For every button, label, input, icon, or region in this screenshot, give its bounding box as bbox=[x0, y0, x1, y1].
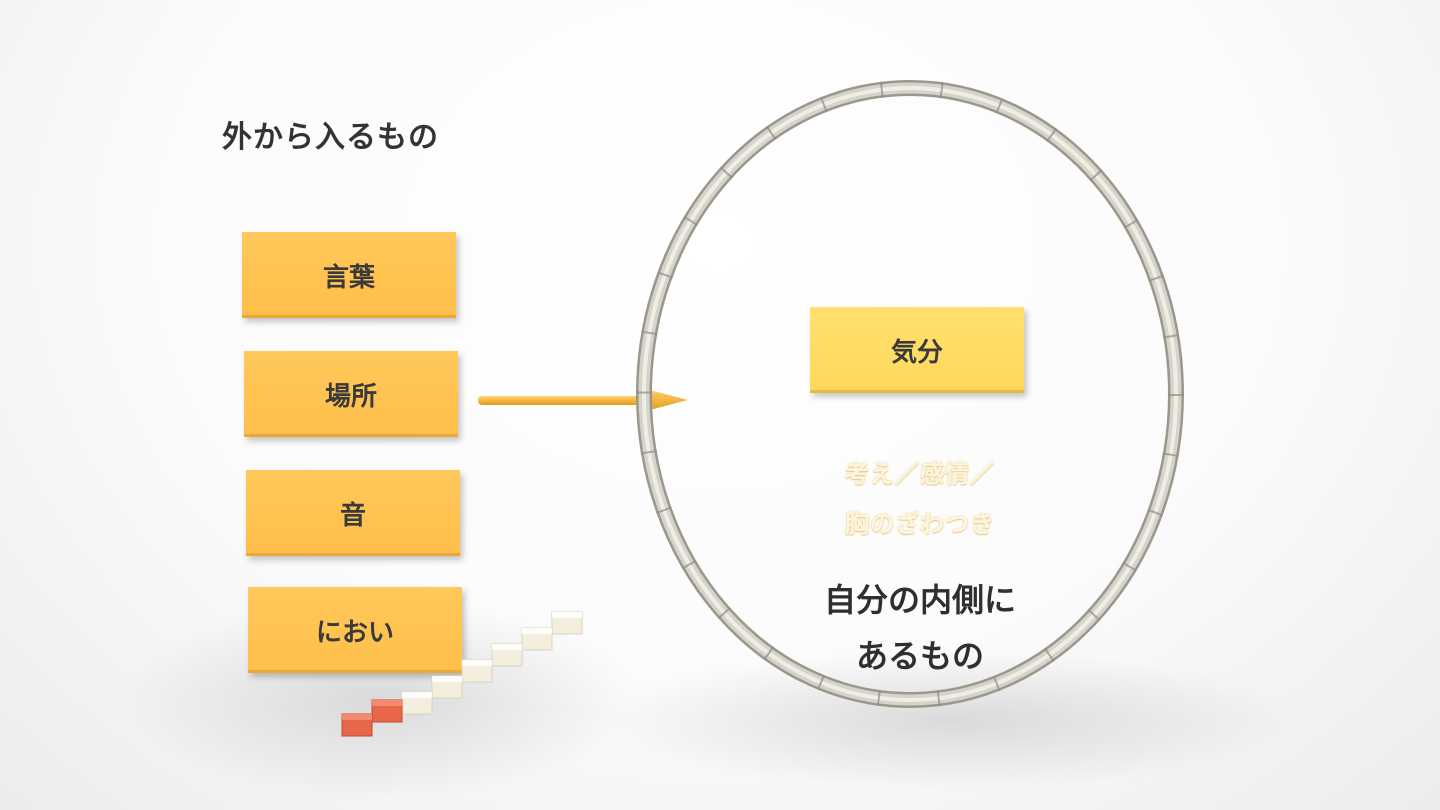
box-sound: 音 bbox=[246, 470, 460, 556]
faded-text-line1: 考え／感情／ bbox=[845, 460, 995, 488]
box-mood-label: 気分 bbox=[890, 337, 943, 368]
staircase bbox=[341, 611, 583, 737]
inside-label-line2: あるもの bbox=[855, 637, 984, 675]
stair-steps bbox=[341, 611, 583, 737]
arrow-into-self bbox=[478, 388, 688, 412]
box-sound-label: 音 bbox=[339, 500, 366, 531]
inside-label-line1: 自分の内側に bbox=[823, 581, 1016, 619]
box-mood: 気分 bbox=[810, 307, 1024, 393]
floor-shadow-right bbox=[600, 650, 1300, 790]
outside-heading: 外から入るもの bbox=[222, 120, 439, 155]
box-smell: におい bbox=[248, 587, 462, 673]
box-words: 言葉 bbox=[242, 232, 456, 318]
box-smell-label: におい bbox=[315, 617, 394, 648]
faded-text-line2: 胸のざわつき bbox=[845, 510, 995, 538]
self-boundary-ring bbox=[636, 80, 1184, 708]
box-words-label: 言葉 bbox=[322, 262, 375, 293]
box-place-label: 場所 bbox=[324, 381, 377, 412]
box-place: 場所 bbox=[244, 351, 458, 437]
